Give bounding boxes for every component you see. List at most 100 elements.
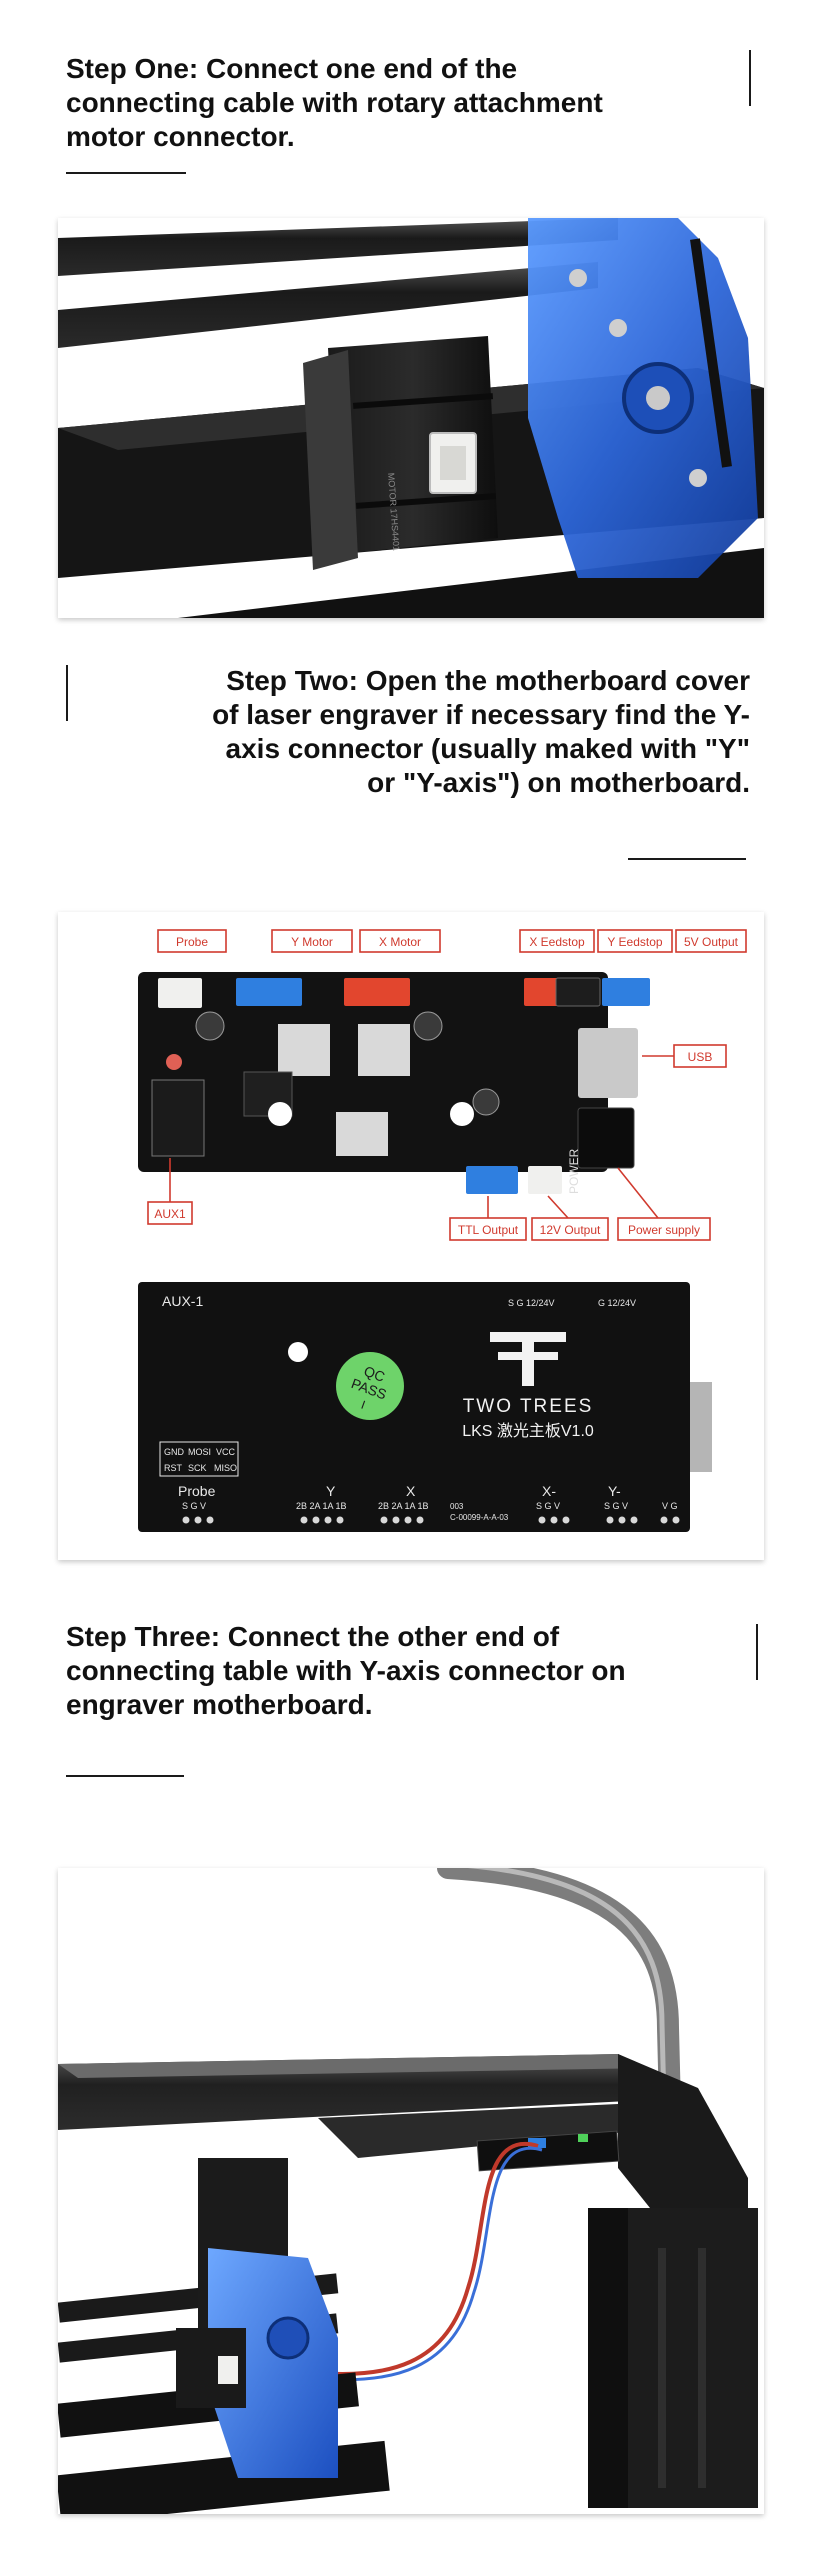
solder-pads xyxy=(182,1516,680,1524)
callout-power-box xyxy=(617,1217,711,1241)
laser-module-slot-2 xyxy=(698,2248,706,2488)
back-y-pins: 2B 2A 1A 1B xyxy=(296,1501,347,1511)
cap-3 xyxy=(472,1088,500,1116)
bracket-screw-1 xyxy=(569,269,587,287)
laser-module-slot-1 xyxy=(658,2248,666,2488)
back-x-label: X xyxy=(406,1483,416,1499)
callout-y-motor: Y Motor xyxy=(291,935,333,949)
power-jack xyxy=(577,1107,635,1169)
callout-aux1: AUX1 xyxy=(154,1207,186,1221)
rotary-motor-connector xyxy=(218,2356,238,2384)
step-three-underline xyxy=(66,1775,184,1777)
y-endstop-connector xyxy=(602,978,650,1006)
back-y-label: Y xyxy=(326,1483,336,1499)
board-green-led xyxy=(578,2134,588,2142)
callout-x-endstop: X Eedstop xyxy=(529,935,585,949)
rotary-bearing xyxy=(266,2316,310,2360)
corner-bracket xyxy=(618,2054,748,2218)
motherboard-illustration: POWER Probe xyxy=(58,912,764,1560)
back-aux-label: AUX-1 xyxy=(162,1293,203,1309)
board-blue-connector xyxy=(528,2138,546,2148)
stepper-motor-ridge-2 xyxy=(355,493,497,509)
stepper-motor-face xyxy=(303,350,358,570)
step-one-underline xyxy=(66,172,186,174)
rotary-acrylic xyxy=(208,2248,338,2478)
cap-1 xyxy=(195,1011,225,1041)
back-pcb xyxy=(138,1282,690,1532)
callout-x-motor-box xyxy=(359,929,441,953)
twelve-v-connector xyxy=(528,1166,562,1194)
motor-connector-slot xyxy=(440,446,466,480)
heatsink-2 xyxy=(358,1024,410,1076)
pin-mosi: MOSI xyxy=(188,1447,211,1457)
brand-name: TWO TREES xyxy=(463,1396,594,1417)
back-probe-pins: S G V xyxy=(182,1501,206,1511)
callout-probe: Probe xyxy=(176,935,208,949)
bracket-bearing-hub xyxy=(646,386,670,410)
back-yminus-pins: S G V xyxy=(604,1501,628,1511)
qc-line-1: QC xyxy=(362,1363,387,1385)
pin-grid xyxy=(159,1441,239,1477)
board-front: POWER xyxy=(138,972,650,1194)
brand-logo xyxy=(490,1332,566,1386)
back-xminus-label: X- xyxy=(542,1483,556,1499)
pin-vcc: VCC xyxy=(216,1447,236,1457)
callout-12v-output: 12V Output xyxy=(540,1223,601,1237)
mount-hole-2 xyxy=(450,1102,474,1126)
rotary-motor-illustration: MOTOR 17HS4401 xyxy=(58,218,764,618)
upper-rod xyxy=(58,218,618,276)
probe-connector xyxy=(158,978,202,1008)
pin-rst: RST xyxy=(164,1463,183,1473)
callout-power-supply: Power supply xyxy=(628,1223,700,1237)
back-x-pins: 2B 2A 1A 1B xyxy=(378,1501,429,1511)
back-probe-label: Probe xyxy=(178,1483,216,1499)
y-motor-connector xyxy=(236,978,302,1006)
cap-2 xyxy=(413,1011,443,1041)
step-two-side-bar xyxy=(66,665,68,721)
qc-line-3: I xyxy=(359,1398,367,1412)
pin-sck: SCK xyxy=(188,1463,207,1473)
gantry-beam-top xyxy=(58,2054,648,2078)
bracket-screw-3 xyxy=(689,469,707,487)
callout-12v-line xyxy=(547,1195,569,1219)
back-hole xyxy=(288,1342,308,1362)
board-model: LKS 激光主板V1.0 xyxy=(462,1422,594,1440)
heatsink-3 xyxy=(336,1112,388,1156)
callout-usb: USB xyxy=(688,1050,713,1064)
pin-miso: MISO xyxy=(214,1463,237,1473)
heatsink-1 xyxy=(278,1024,330,1076)
step-one-title: Step One: Connect one end of the connect… xyxy=(66,53,603,152)
back-top-pins-2: G 12/24V xyxy=(598,1298,636,1308)
stepper-motor-ridge xyxy=(352,393,494,409)
middle-rod xyxy=(58,262,598,348)
gantry-shadow xyxy=(318,2104,648,2158)
callout-12v-box xyxy=(531,1217,609,1241)
callout-x-endstop-box xyxy=(519,929,595,953)
callout-y-motor-box xyxy=(271,929,353,953)
engraver-connection-illustration xyxy=(58,1868,764,2514)
callouts xyxy=(147,929,747,1241)
back-yminus-label: Y- xyxy=(608,1483,621,1499)
step-two-title: Step Two: Open the motherboard cover of … xyxy=(212,665,750,798)
bracket-belt xyxy=(690,238,732,468)
step-three-photo xyxy=(58,1868,764,2514)
callout-5v-box xyxy=(675,929,747,953)
callout-5v-output: 5V Output xyxy=(684,935,739,949)
step-three-title: Step Three: Connect the other end of con… xyxy=(66,1621,626,1720)
callout-power-line xyxy=(617,1167,659,1219)
board-back: AUX-1 S G 12/24V G 12/24V QC PASS I TWO … xyxy=(138,1282,712,1532)
back-code-1: 003 xyxy=(450,1502,464,1511)
callout-y-endstop-box xyxy=(597,929,673,953)
callout-labels: Probe Y Motor X Motor X Eedstop Y Eedsto… xyxy=(154,935,738,1237)
callout-ttl-output: TTL Output xyxy=(458,1223,519,1237)
back-vg: V G xyxy=(662,1501,678,1511)
bracket-screw-2 xyxy=(609,319,627,337)
step-one-photo: MOTOR 17HS4401 xyxy=(58,218,764,618)
aux-header xyxy=(151,1079,205,1157)
reset-button xyxy=(166,1054,182,1070)
x-motor-connector xyxy=(344,978,410,1006)
back-code-2: C-00099-A-A-03 xyxy=(450,1513,509,1522)
laser-module-face xyxy=(588,2208,628,2508)
cable-conduit-highlight xyxy=(466,1868,667,2107)
step-two-photo: POWER Probe xyxy=(58,912,764,1560)
